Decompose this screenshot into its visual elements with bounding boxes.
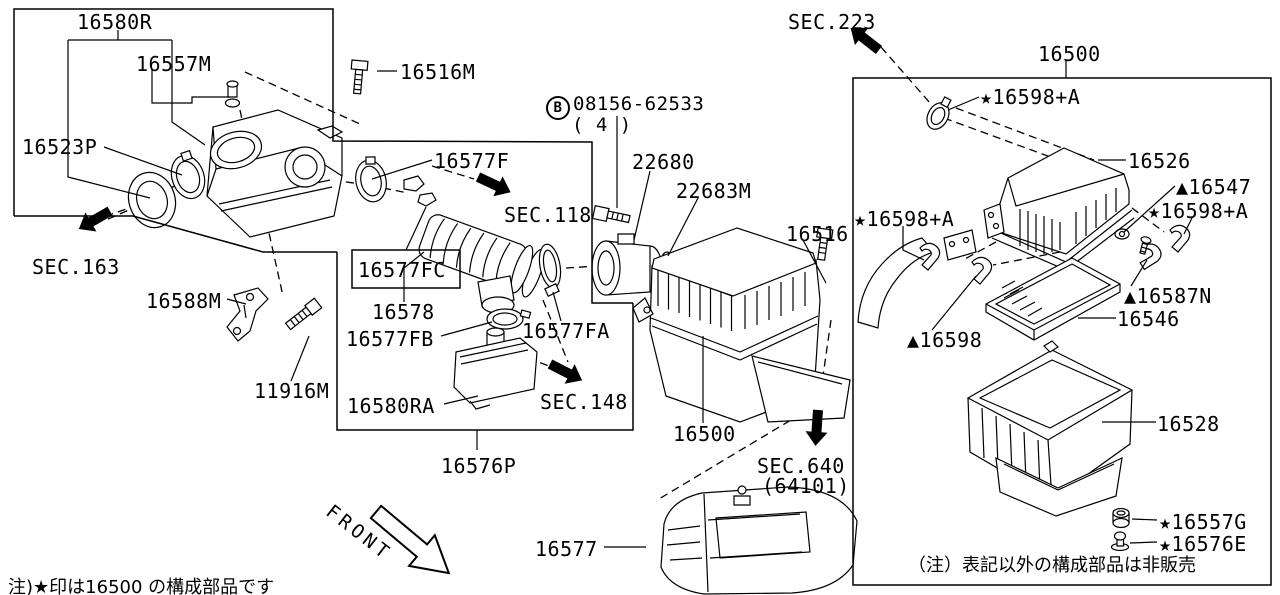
- sec-223-arrow-icon: [850, 27, 883, 54]
- part-label-16546[interactable]: 16546: [1117, 307, 1180, 331]
- part-16516-drawing: [814, 228, 833, 261]
- part-label-16598[interactable]: ▲16598: [907, 328, 983, 352]
- part-label-16577fc[interactable]: 16577FC: [358, 258, 446, 282]
- front-arrow-icon: [363, 497, 461, 589]
- part-11916m-drawing: [284, 298, 321, 331]
- part-16546-drawing: [986, 258, 1120, 340]
- part-label-16500-box[interactable]: 16500: [1038, 42, 1101, 66]
- part-16580ra-drawing: [454, 328, 537, 409]
- part-label-16598a-left[interactable]: ★16598+A: [854, 207, 955, 231]
- bottom-note: 注)★印は16500 の構成部品です: [8, 577, 275, 595]
- part-label-16598a-right[interactable]: ★16598+A: [1148, 199, 1249, 223]
- part-16528-drawing: [968, 341, 1132, 516]
- sec-148-arrow-icon: [547, 359, 583, 384]
- sec-118-arrow-icon: [475, 172, 511, 197]
- part-label-16557g[interactable]: ★16557G: [1159, 510, 1247, 534]
- part-label-11916m[interactable]: 11916M: [254, 379, 330, 403]
- part-intake-pipe-drawing: [858, 230, 976, 328]
- part-16577fa-drawing: [536, 243, 563, 297]
- section-ref-148: SEC.148: [540, 390, 628, 414]
- part-22680-drawing: [592, 234, 662, 295]
- part-label-16516m[interactable]: 16516M: [400, 60, 476, 84]
- part-16576e-drawing: [1112, 532, 1129, 551]
- part-16547-drawing: [1115, 229, 1129, 239]
- part-16577fb-drawing: [487, 309, 531, 329]
- bolt-spec-quantity: ( 4 ): [572, 114, 632, 136]
- section-ref-118: SEC.118: [504, 203, 592, 227]
- part-16557g-drawing: [1113, 509, 1129, 528]
- part-label-16576e[interactable]: ★16576E: [1159, 532, 1247, 556]
- part-label-22683m[interactable]: 22683M: [676, 179, 752, 203]
- section-ref-163: SEC.163: [32, 255, 120, 279]
- part-label-16523p[interactable]: 16523P: [22, 135, 98, 159]
- leader-lines: [68, 30, 1192, 547]
- part-16500-drawing: [633, 228, 850, 422]
- circled-b-icon: B: [546, 96, 570, 120]
- part-16526-drawing: [984, 148, 1134, 270]
- part-label-16526[interactable]: 16526: [1128, 149, 1191, 173]
- part-16598a-clamp-drawing: [923, 94, 957, 133]
- section-ref-640-sub: (64101): [762, 474, 850, 498]
- part-16557m-drawing: [226, 81, 240, 107]
- part-label-16577[interactable]: 16577: [535, 537, 598, 561]
- part-label-16598a-top[interactable]: ★16598+A: [980, 85, 1081, 109]
- part-label-16588m[interactable]: 16588M: [146, 289, 222, 313]
- diagram-borders: [14, 9, 1271, 585]
- sec-640-arrow-icon: [805, 409, 828, 446]
- part-label-16580r[interactable]: 16580R: [77, 10, 153, 34]
- box-note: （注）表記以外の構成部品は非販売: [908, 555, 1196, 576]
- section-arrows: [78, 27, 883, 446]
- part-label-16516[interactable]: 16516: [786, 222, 849, 246]
- part-16580r-drawing: [206, 110, 342, 237]
- part-label-16578[interactable]: 16578: [372, 300, 435, 324]
- section-ref-640: SEC.640: [757, 454, 845, 478]
- sec-163-arrow-icon: [78, 206, 113, 232]
- part-label-16576p[interactable]: 16576P: [441, 454, 517, 478]
- part-16587n-drawing: [1138, 236, 1152, 255]
- part-label-16577f[interactable]: 16577F: [434, 149, 510, 173]
- part-label-16577fb[interactable]: 16577FB: [346, 327, 434, 351]
- part-16523p-drawing: [121, 151, 210, 234]
- part-16577f-drawing: [352, 157, 436, 206]
- part-label-16547[interactable]: ▲16547: [1176, 175, 1252, 199]
- part-label-16587n[interactable]: ▲16587N: [1124, 284, 1212, 308]
- part-label-16500-center[interactable]: 16500: [673, 422, 736, 446]
- part-16577-drawing: [661, 486, 857, 594]
- part-16578-drawing: [416, 210, 549, 313]
- part-label-22680[interactable]: 22680: [632, 150, 695, 174]
- bolt-spec-number: 08156-62533: [573, 93, 705, 115]
- part-label-16528[interactable]: 16528: [1157, 412, 1220, 436]
- part-label-16580ra[interactable]: 16580RA: [347, 394, 435, 418]
- section-ref-223: SEC.223: [788, 10, 876, 34]
- part-label-16577fa[interactable]: 16577FA: [522, 319, 610, 343]
- part-16588m-drawing: [227, 288, 268, 341]
- part-label-16557m[interactable]: 16557M: [136, 52, 212, 76]
- part-08156-bolt-drawing: [593, 206, 631, 226]
- part-16516m-drawing: [349, 60, 368, 94]
